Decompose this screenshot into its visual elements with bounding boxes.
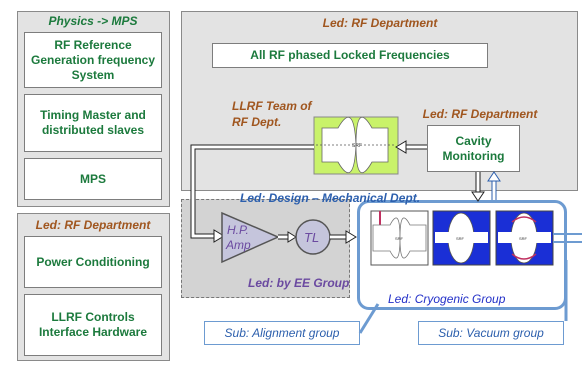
physics-mps-heading: Physics -> MPS [48, 14, 138, 28]
llrf-team-label: LLRF Team of RF Dept. [232, 98, 342, 130]
sub-alignment-box: Sub: Alignment group [204, 321, 360, 345]
transmission-line: TL [295, 219, 331, 255]
cavity-3: SRF [495, 210, 554, 266]
hp-amp-label-1: H.P. [227, 223, 249, 237]
ee-group-label: Led: by EE Group [248, 276, 350, 290]
llrf-team-line1: LLRF Team of [232, 99, 312, 113]
hp-amp-label-2: Amp [225, 238, 251, 252]
phased-locked-banner: All RF phased Locked Frequencies [212, 43, 488, 68]
arrow-amp-to-tl [278, 231, 297, 243]
cavity-heading: Led: RF Department [422, 107, 538, 121]
hp-amp: H.P. Amp [221, 211, 280, 264]
rf-department-heading: Led: RF Department [35, 218, 151, 232]
top-panel-heading: Led: RF Department [322, 16, 438, 30]
llrf-cavity: SRF [313, 116, 399, 175]
cavity-1: SRF [370, 210, 429, 266]
beam-line [553, 233, 582, 243]
cavity-monitoring-box: Cavity Monitoring [427, 125, 520, 172]
arrow-tl-to-cavities [330, 230, 357, 244]
cavity-2-srf: SRF [456, 236, 465, 241]
ee-group-panel [181, 199, 350, 298]
tl-label: TL [304, 230, 319, 245]
sub-vacuum-box: Sub: Vacuum group [418, 321, 564, 345]
power-conditioning-box: Power Conditioning [24, 236, 162, 288]
physics-mps-panel: Physics -> MPS RF Reference Generation f… [17, 11, 170, 207]
cavity-1-srf: SRF [395, 236, 404, 241]
cavity-3-srf: SRF [519, 236, 528, 241]
cryo-label: Led: Cryogenic Group [388, 292, 506, 306]
arrow-cavity-to-monitor [487, 171, 501, 200]
mps-box: MPS [24, 158, 162, 200]
llrf-srf-label: SRF [352, 143, 362, 149]
arrow-llrf-to-amp [190, 144, 314, 243]
mechanical-label: Led: Design – Mechanical Dept. [240, 191, 421, 205]
llrf-team-line2: RF Dept. [232, 115, 282, 129]
arrow-monitor-to-cavity [471, 172, 485, 202]
timing-master-box: Timing Master and distributed slaves [24, 94, 162, 152]
llrf-controls-box: LLRF Controls Interface Hardware [24, 294, 162, 356]
rf-reference-box: RF Reference Generation frequency System [24, 32, 162, 88]
rf-department-panel: Led: RF Department Power Conditioning LL… [17, 213, 170, 361]
cavity-2: SRF [432, 210, 491, 266]
connector-alignment [358, 303, 380, 334]
arrow-monitor-to-llrf [395, 140, 427, 154]
